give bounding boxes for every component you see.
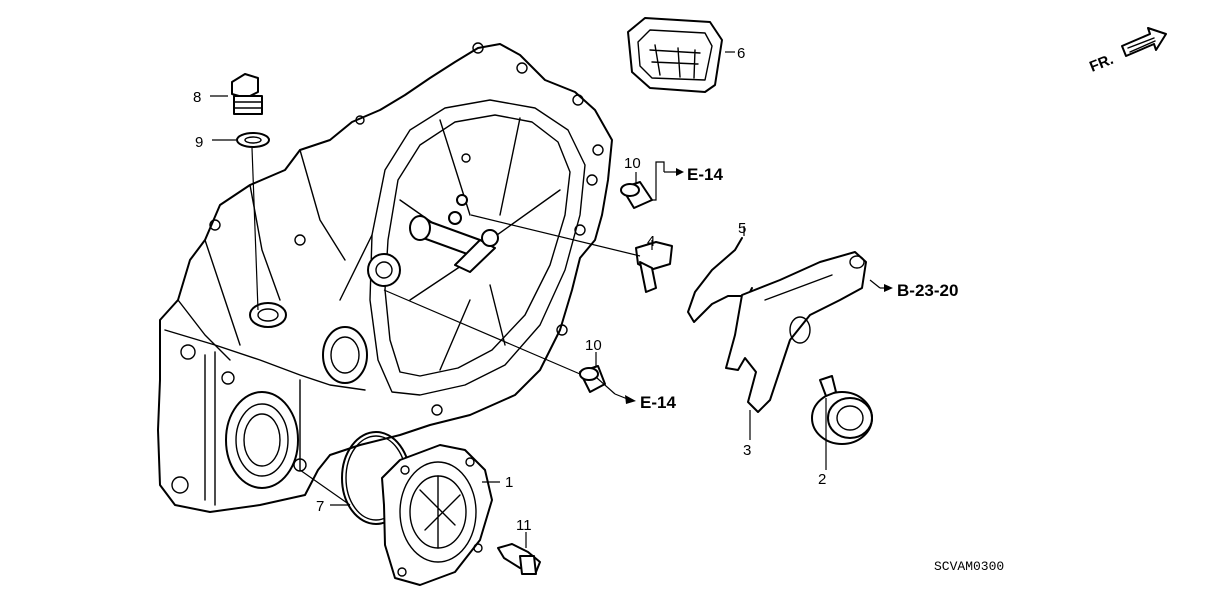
- callout-8: 8: [193, 89, 201, 106]
- clutch-fork-boot: [627, 17, 723, 93]
- reference-arrow-e14-bottom: [614, 393, 636, 404]
- transmission-cover: [381, 444, 493, 586]
- reference-arrow-e14-top: [664, 168, 684, 176]
- callout-9: 9: [195, 134, 203, 151]
- reference-e14-top: E-14: [687, 165, 723, 184]
- callout-11: 11: [516, 517, 532, 534]
- clutch-housing: [157, 42, 613, 513]
- callout-5: 5: [738, 220, 746, 237]
- drain-plug: [231, 73, 263, 115]
- front-marker-label: FR.: [1087, 51, 1116, 76]
- dowel-pin-lower: [579, 365, 606, 393]
- callout-1: 1: [505, 474, 513, 491]
- release-bearing: [811, 375, 873, 445]
- sealing-washer: [236, 132, 270, 148]
- reference-arrow-b2320: [880, 284, 893, 292]
- fork-pivot-bolt: [635, 241, 673, 293]
- callout-3: 3: [743, 442, 751, 459]
- reference-e14-bottom: E-14: [640, 393, 676, 412]
- callout-7: 7: [316, 498, 324, 515]
- fork-spring-clip: [687, 237, 753, 323]
- clutch-release-fork: [725, 251, 867, 413]
- callout-10-lower: 10: [585, 337, 602, 354]
- dowel-pin-upper: [620, 181, 653, 209]
- callout-6: 6: [737, 45, 745, 62]
- callout-4: 4: [647, 233, 655, 250]
- flange-bolt: [497, 543, 541, 575]
- callout-10-upper: 10: [624, 155, 641, 172]
- front-direction-arrow: [1121, 27, 1167, 57]
- leader-lines: [210, 51, 881, 548]
- callout-2: 2: [818, 471, 826, 488]
- reference-b2320: B-23-20: [897, 281, 958, 300]
- diagram-code: SCVAM0300: [934, 559, 1004, 574]
